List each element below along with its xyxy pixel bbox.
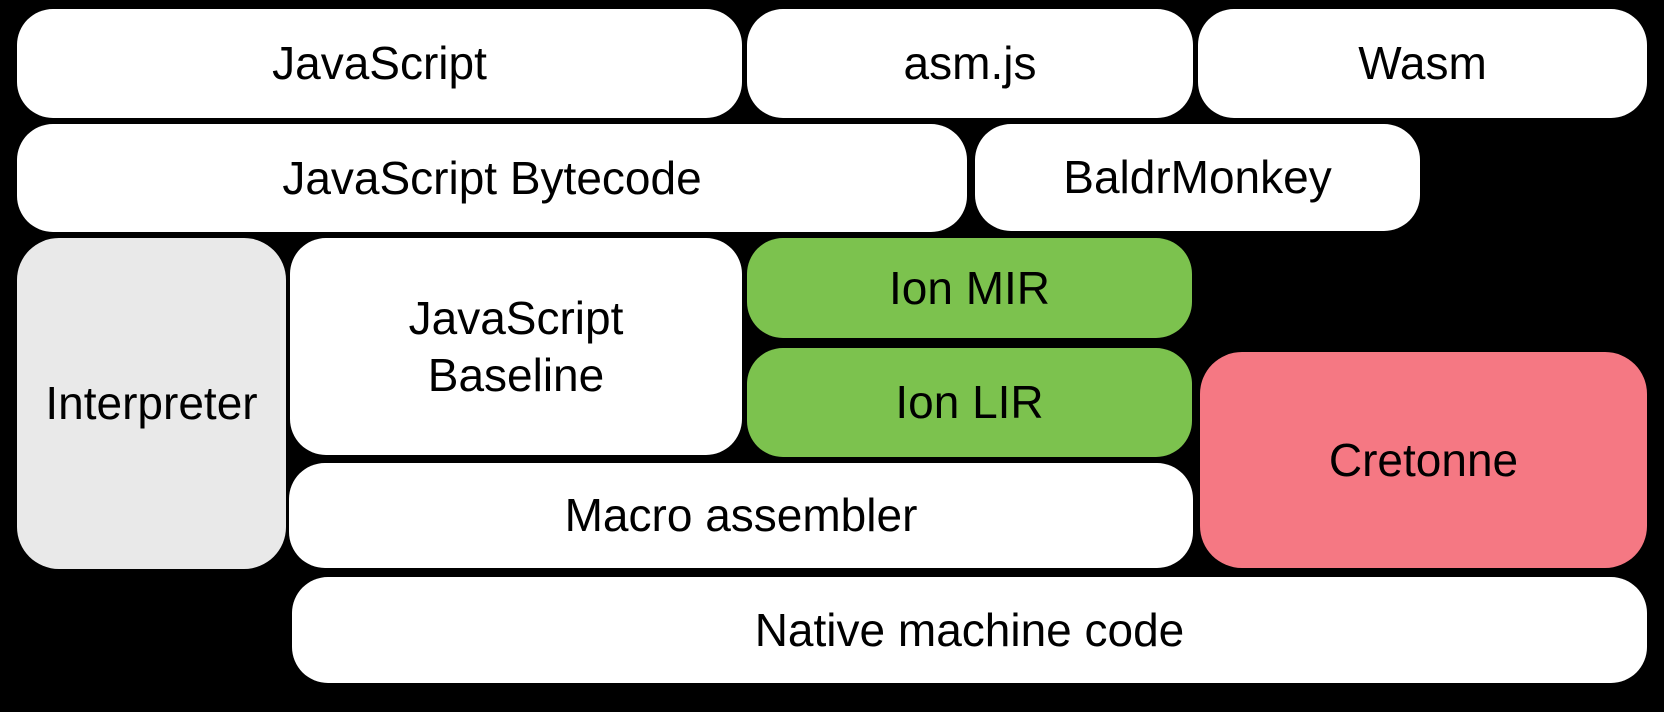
node-asmjs: asm.js [747,9,1193,118]
node-ion-mir: Ion MIR [747,238,1192,338]
node-baldrmonkey: BaldrMonkey [975,124,1420,231]
node-wasm: Wasm [1198,9,1647,118]
node-javascript-bytecode: JavaScript Bytecode [17,124,967,232]
node-cretonne: Cretonne [1200,352,1647,568]
node-native-machine-code: Native machine code [292,577,1647,683]
node-javascript: JavaScript [17,9,742,118]
node-macro-assembler: Macro assembler [289,463,1193,568]
node-interpreter: Interpreter [17,238,286,569]
node-ion-lir: Ion LIR [747,348,1192,457]
node-javascript-baseline: JavaScript Baseline [290,238,742,455]
